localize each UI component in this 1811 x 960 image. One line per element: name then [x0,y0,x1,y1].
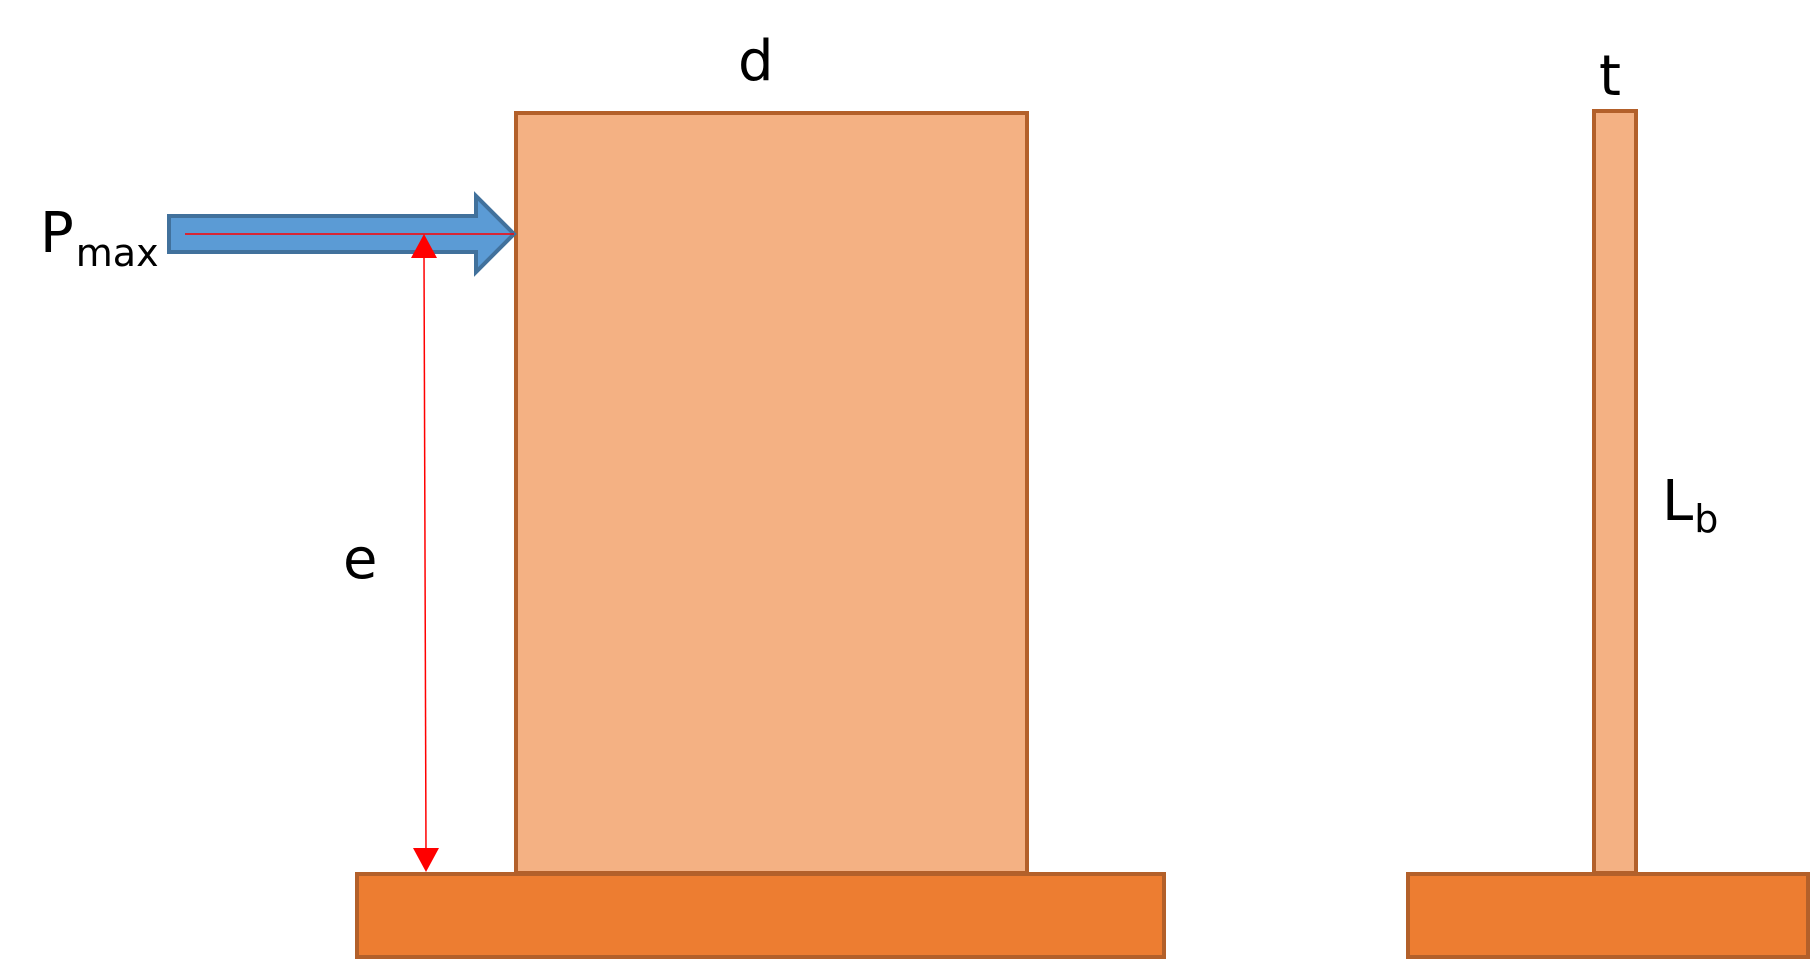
right-base-plate [1406,872,1810,959]
bracket-plate-side [1592,109,1638,875]
eccentricity-arrowhead-bottom [413,848,439,872]
eccentricity-dimension-line [423,254,427,853]
left-base-plate [355,872,1166,959]
label-load: Pmax [40,201,159,275]
label-eccentricity: e [343,527,377,592]
label-thickness: t [1599,44,1621,109]
bracket-plate-front [514,111,1029,875]
label-depth: d [738,29,774,94]
eccentricity-arrowhead-top [411,234,437,258]
label-length: Lb [1662,469,1718,541]
